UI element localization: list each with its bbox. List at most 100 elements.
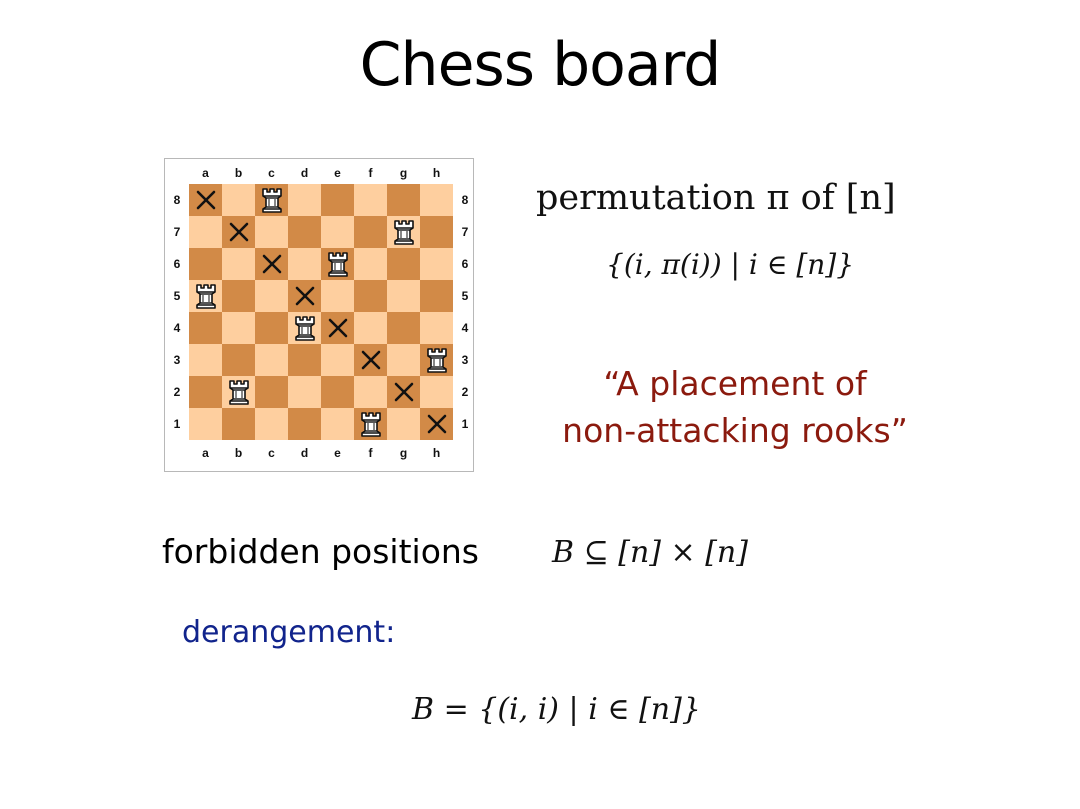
square-f2 (354, 376, 387, 408)
rook-icon (321, 248, 354, 280)
rank-label-7-right: 7 (461, 225, 469, 239)
file-label-b-bottom: b (234, 446, 243, 460)
rook-icon (387, 216, 420, 248)
square-c7 (255, 216, 288, 248)
square-c2 (255, 376, 288, 408)
square-e8 (321, 184, 354, 216)
file-label-c-top: c (268, 166, 275, 180)
file-label-h-bottom: h (432, 446, 441, 460)
cross-mark-icon (189, 184, 222, 216)
rank-label-5-left: 5 (173, 289, 181, 303)
rank-label-1-left: 1 (173, 417, 181, 431)
quote-line-1: “A placement of (603, 364, 867, 403)
square-a7 (189, 216, 222, 248)
square-f6 (354, 248, 387, 280)
file-label-d-top: d (300, 166, 309, 180)
square-a3 (189, 344, 222, 376)
rank-label-2-right: 2 (461, 385, 469, 399)
square-b1 (222, 408, 255, 440)
rank-label-5-right: 5 (461, 289, 469, 303)
square-b3 (222, 344, 255, 376)
rook-icon (354, 408, 387, 440)
derangement-formula: B = {(i, i) | i ∈ [n]} (412, 692, 701, 727)
rank-label-2-left: 2 (173, 385, 181, 399)
square-b5 (222, 280, 255, 312)
cross-mark-icon (288, 280, 321, 312)
square-d3 (288, 344, 321, 376)
file-label-d-bottom: d (300, 446, 309, 460)
forbidden-positions-formula: B ⊆ [n] × [n] (552, 535, 748, 570)
file-label-a-bottom: a (202, 446, 209, 460)
square-d8 (288, 184, 321, 216)
rook-icon (420, 344, 453, 376)
rank-label-3-left: 3 (173, 353, 181, 367)
slide-title: Chess board (359, 30, 722, 100)
square-c5 (255, 280, 288, 312)
square-e1 (321, 408, 354, 440)
cross-mark-icon (255, 248, 288, 280)
square-e3 (321, 344, 354, 376)
file-label-e-top: e (334, 166, 341, 180)
file-label-g-top: g (399, 166, 408, 180)
rank-label-4-right: 4 (461, 321, 469, 335)
forbidden-positions-label: forbidden positions (162, 532, 479, 571)
square-e7 (321, 216, 354, 248)
rank-label-1-right: 1 (461, 417, 469, 431)
square-b4 (222, 312, 255, 344)
rank-label-8-left: 8 (173, 193, 181, 207)
square-d2 (288, 376, 321, 408)
square-c3 (255, 344, 288, 376)
cross-mark-icon (321, 312, 354, 344)
file-label-g-bottom: g (399, 446, 408, 460)
square-e2 (321, 376, 354, 408)
file-label-f-bottom: f (368, 446, 373, 460)
file-label-c-bottom: c (268, 446, 275, 460)
square-d7 (288, 216, 321, 248)
rook-icon (255, 184, 288, 216)
square-g6 (387, 248, 420, 280)
cross-mark-icon (354, 344, 387, 376)
square-h2 (420, 376, 453, 408)
square-b8 (222, 184, 255, 216)
square-g4 (387, 312, 420, 344)
rook-icon (189, 280, 222, 312)
square-h6 (420, 248, 453, 280)
square-a6 (189, 248, 222, 280)
square-e5 (321, 280, 354, 312)
square-h7 (420, 216, 453, 248)
rank-label-6-left: 6 (173, 257, 181, 271)
square-f7 (354, 216, 387, 248)
square-f5 (354, 280, 387, 312)
derangement-label: derangement: (182, 615, 396, 650)
file-label-h-top: h (432, 166, 441, 180)
square-f4 (354, 312, 387, 344)
rank-label-4-left: 4 (173, 321, 181, 335)
square-b6 (222, 248, 255, 280)
square-g3 (387, 344, 420, 376)
rank-label-8-right: 8 (461, 193, 469, 207)
square-g5 (387, 280, 420, 312)
square-f8 (354, 184, 387, 216)
rank-label-6-right: 6 (461, 257, 469, 271)
square-g1 (387, 408, 420, 440)
rank-label-7-left: 7 (173, 225, 181, 239)
square-h4 (420, 312, 453, 344)
file-label-e-bottom: e (334, 446, 341, 460)
rook-icon (222, 376, 255, 408)
file-label-f-top: f (368, 166, 373, 180)
quote-line-2: non-attacking rooks” (562, 411, 908, 450)
square-a4 (189, 312, 222, 344)
cross-mark-icon (387, 376, 420, 408)
square-a1 (189, 408, 222, 440)
rank-label-3-right: 3 (461, 353, 469, 367)
permutation-text: permutation π of [n] (536, 178, 896, 218)
square-h5 (420, 280, 453, 312)
cross-mark-icon (420, 408, 453, 440)
permutation-set-formula: {(i, π(i)) | i ∈ [n]} (606, 248, 855, 281)
file-label-b-top: b (234, 166, 243, 180)
square-h8 (420, 184, 453, 216)
square-d1 (288, 408, 321, 440)
square-d6 (288, 248, 321, 280)
square-a2 (189, 376, 222, 408)
